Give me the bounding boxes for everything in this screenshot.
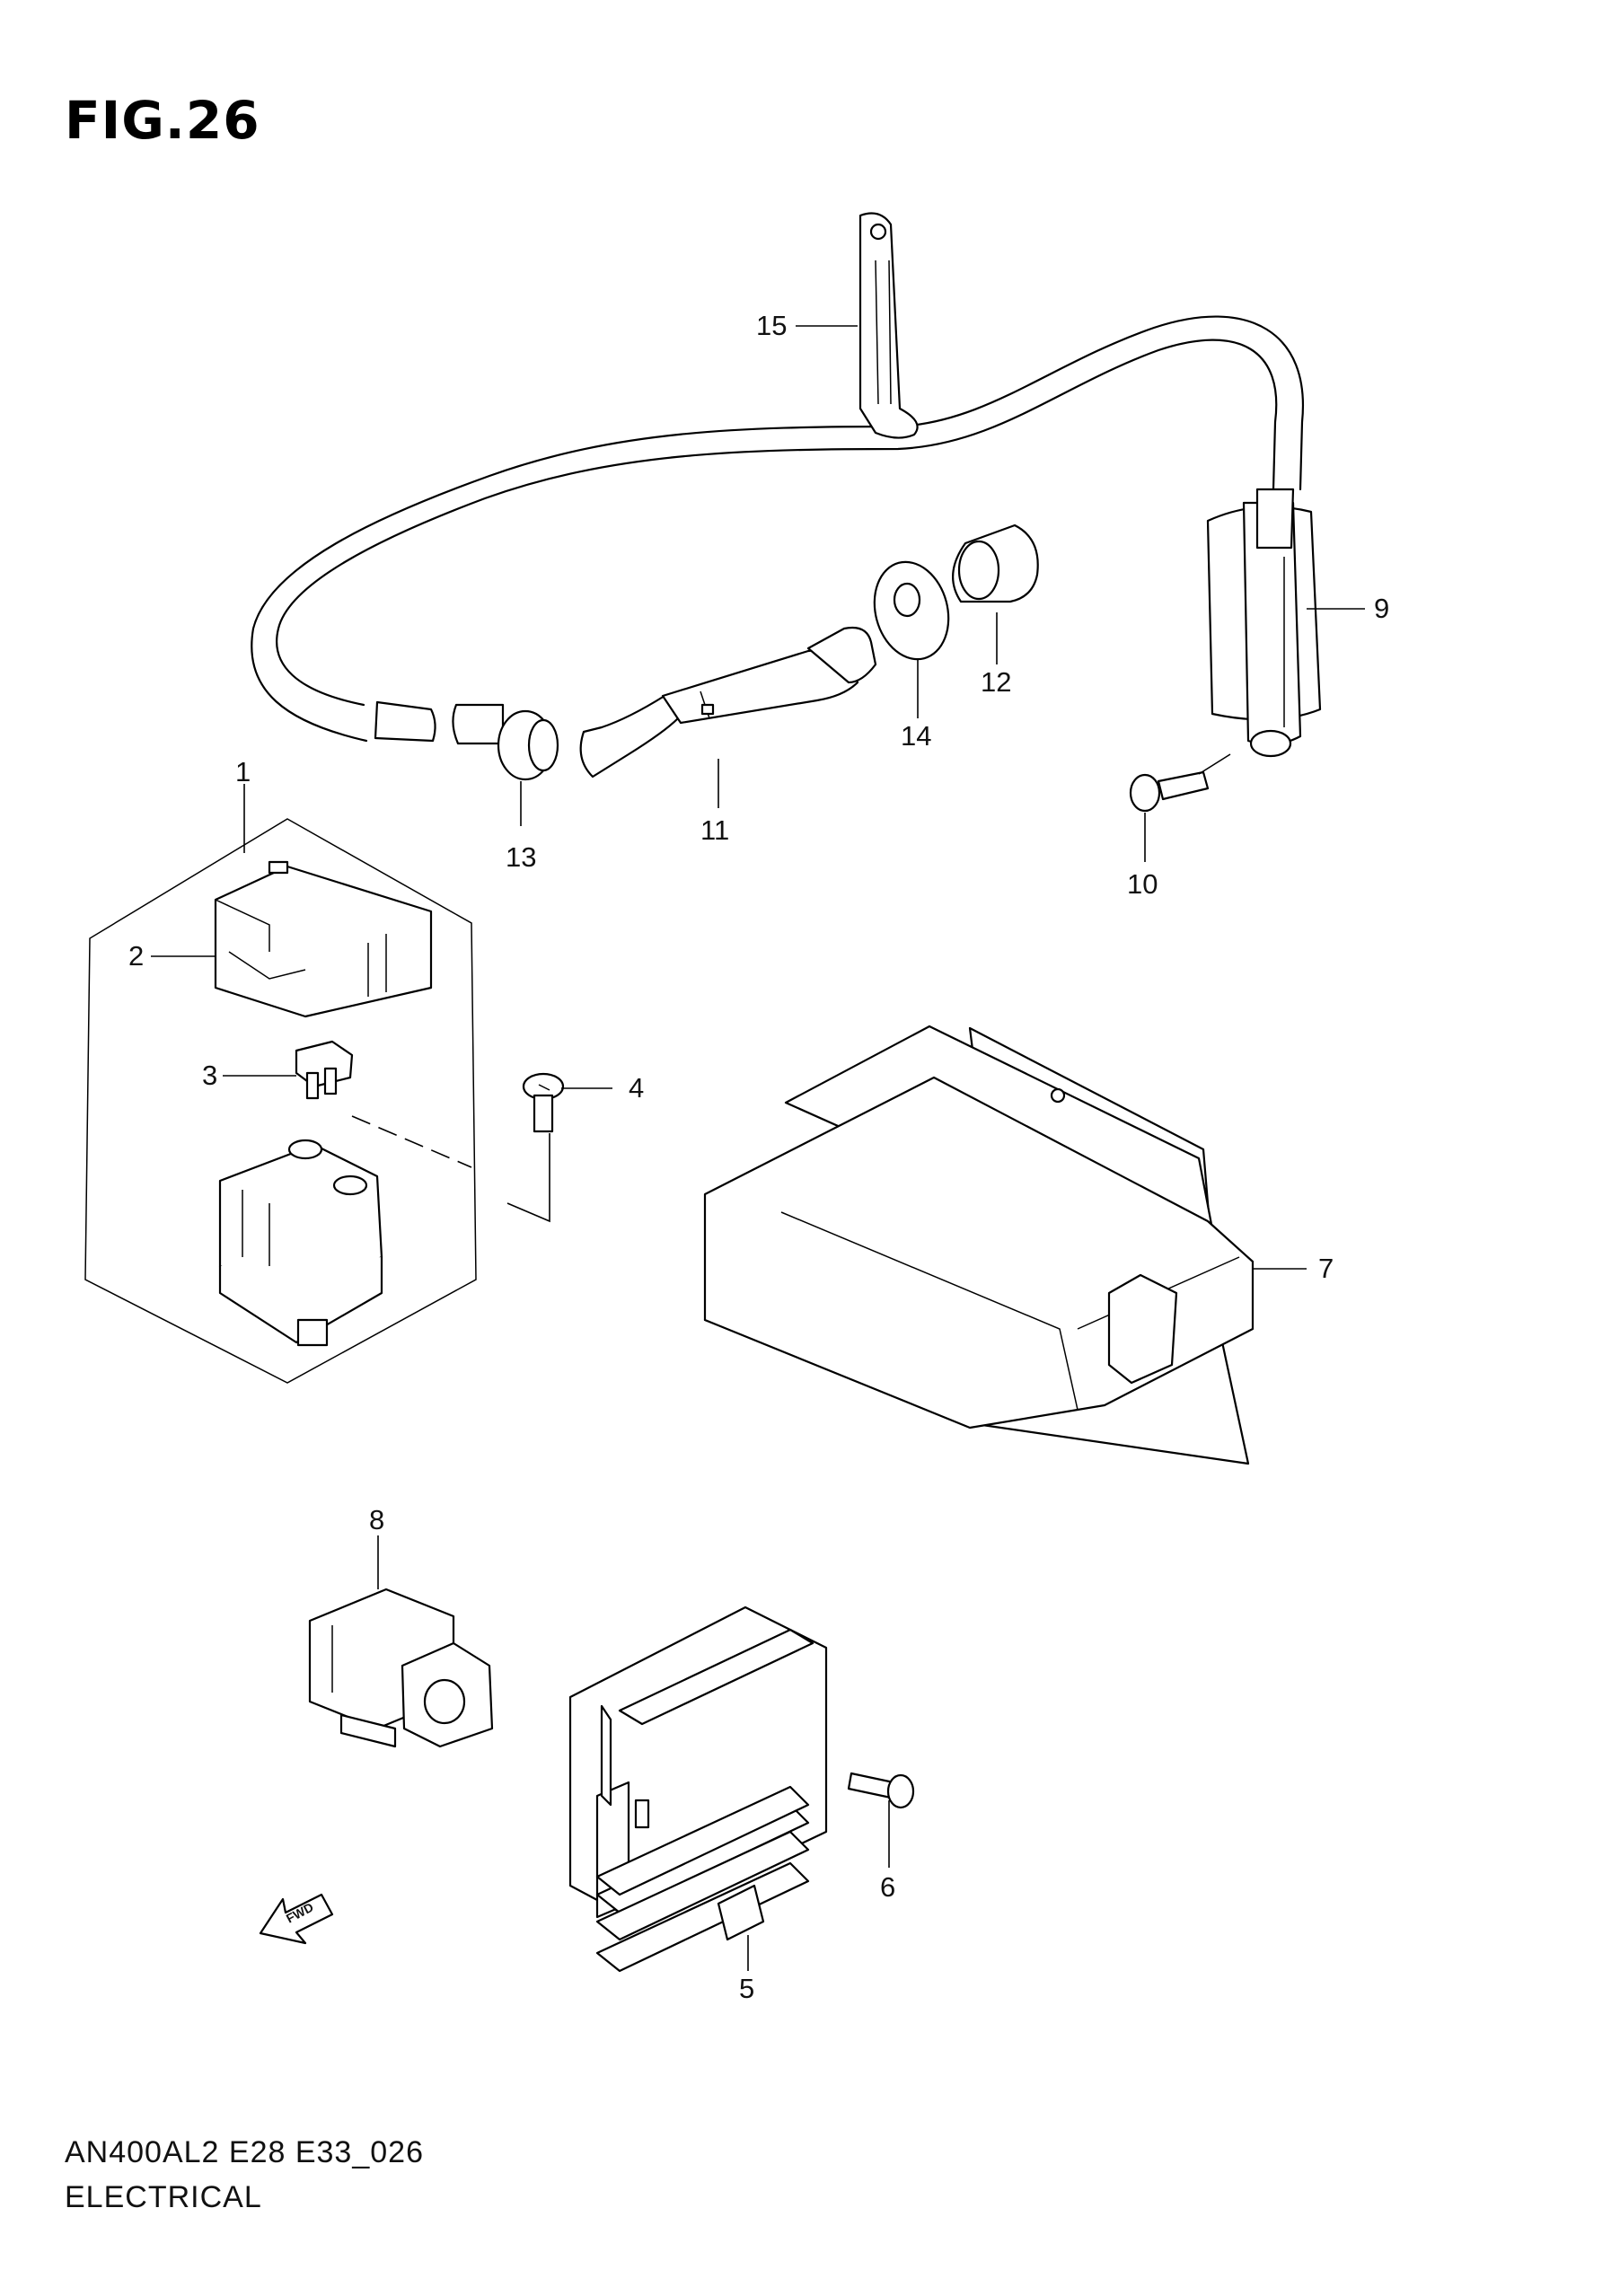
sensor — [308, 1588, 494, 1748]
callout-12: 12 — [981, 666, 1011, 698]
callout-14: 14 — [901, 720, 931, 752]
callout-labels: 1 2 3 4 5 6 7 8 9 10 11 12 13 14 15 — [128, 310, 1389, 2004]
fuse — [295, 1040, 354, 1100]
starter-relay — [218, 1139, 383, 1347]
regulator-rectifier — [568, 1605, 828, 1973]
callout-6: 6 — [880, 1871, 895, 1903]
relay-screw — [522, 1072, 565, 1133]
callout-13: 13 — [506, 841, 536, 873]
figure-title: FIG.26 — [65, 90, 260, 151]
callout-8: 8 — [369, 1504, 384, 1535]
cord-clamp — [858, 212, 919, 439]
coil-bolt — [1129, 770, 1210, 813]
callout-10: 10 — [1127, 868, 1158, 900]
callout-5: 5 — [739, 1973, 754, 2004]
fwd-arrow: FWD — [259, 1893, 334, 1945]
starter-relay-assy-frame — [84, 818, 477, 1384]
callout-11: 11 — [700, 814, 729, 846]
callout-9: 9 — [1374, 593, 1389, 624]
footer-section-name: ELECTRICAL — [65, 2180, 262, 2214]
callout-3: 3 — [202, 1060, 217, 1091]
leader-lines — [151, 325, 1365, 1971]
relay-cover — [214, 860, 433, 1018]
footer-model-code: AN400AL2 E28 E33_026 — [65, 2135, 424, 2169]
ecm-unit — [703, 1025, 1255, 1465]
callout-4: 4 — [629, 1072, 644, 1104]
ignition-coil — [1206, 488, 1322, 758]
callout-15: 15 — [756, 310, 787, 341]
callout-1: 1 — [235, 756, 251, 787]
callout-7: 7 — [1318, 1253, 1334, 1284]
regulator-bolt — [847, 1772, 915, 1809]
high-tension-cord — [251, 315, 1305, 781]
callout-2: 2 — [128, 940, 144, 972]
